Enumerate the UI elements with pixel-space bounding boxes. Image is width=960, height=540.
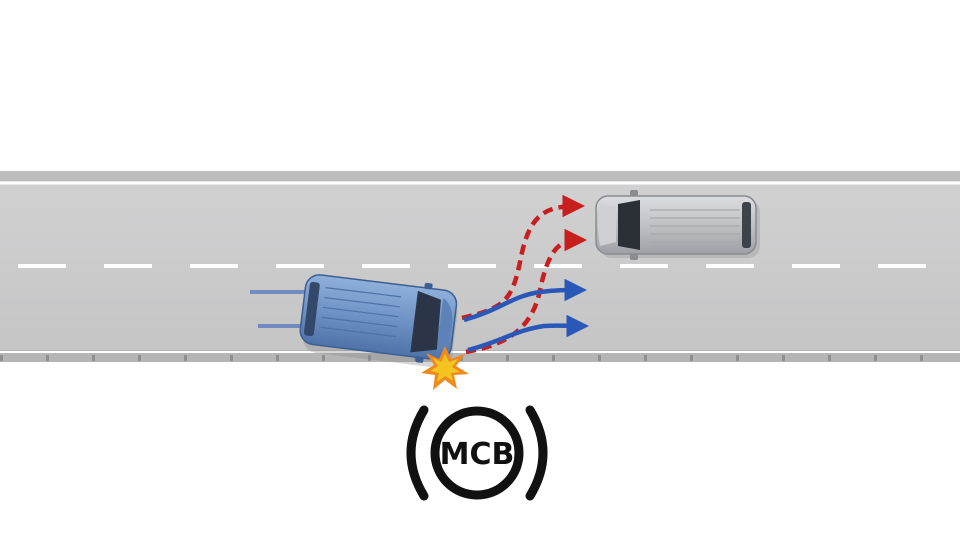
silver-van-mirror-top xyxy=(630,190,638,196)
road-top-shoulder xyxy=(0,171,960,181)
emblem-label: MCB xyxy=(440,437,515,472)
emblem-left-bracket xyxy=(406,405,429,501)
blue-van-roof-ribs xyxy=(320,287,402,338)
controlled-path-upper xyxy=(463,278,587,323)
blue-van xyxy=(299,274,458,368)
emblem-ring xyxy=(430,406,524,500)
silver-van xyxy=(595,190,760,260)
blue-van-mirror-top xyxy=(424,282,433,290)
blue-van-mirror-bottom xyxy=(415,356,424,363)
controlled-path-lower xyxy=(467,314,589,353)
trajectories xyxy=(461,194,589,355)
blue-van-rear-window xyxy=(303,282,320,337)
silver-van-mirror-bottom xyxy=(630,254,638,260)
road xyxy=(0,171,960,362)
silver-van-windshield xyxy=(618,200,640,250)
silver-van-rear-window xyxy=(742,202,751,248)
emblem-right-bracket xyxy=(525,405,548,501)
silver-van-roof-ribs xyxy=(650,209,740,243)
collision-star-icon xyxy=(421,346,469,390)
silver-van-hood xyxy=(598,204,616,246)
deviation-path-upper xyxy=(461,194,585,321)
brake-emblem-icon: MCB xyxy=(406,405,548,501)
blue-van-windshield xyxy=(410,290,441,353)
blue-van-hood xyxy=(436,298,453,352)
